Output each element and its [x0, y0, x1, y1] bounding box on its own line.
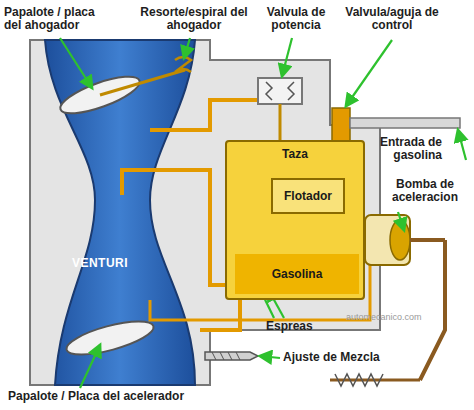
choke-shaft	[100, 70, 185, 95]
linkage-spring	[335, 374, 383, 386]
pump-diaphragm	[390, 220, 410, 260]
leader-line	[80, 345, 100, 388]
part-label: Espreas	[266, 320, 326, 333]
part-label: Valvula de potencia	[258, 6, 334, 32]
leader-line	[346, 40, 392, 106]
throttle-plate	[63, 315, 156, 361]
leader-line	[458, 130, 466, 160]
node-text: Gasolina	[272, 268, 323, 281]
fuel-level: Gasolina	[235, 254, 359, 294]
watermark: automecanico.com	[346, 311, 446, 324]
carburetor-body	[30, 40, 380, 385]
venturi-label-area: VENTURI	[50, 250, 150, 276]
node-text: Flotador	[284, 190, 332, 203]
part-label: Papalote / placa del ahogador	[4, 6, 104, 32]
float-box: Flotador	[271, 178, 345, 214]
mixture-screw	[205, 352, 258, 360]
venturi-throat	[45, 40, 195, 385]
node-text: VENTURI	[72, 257, 128, 270]
leader-line	[184, 38, 190, 58]
leader-lines	[60, 38, 466, 388]
air-bleed-passage	[150, 100, 260, 130]
idle-passage	[200, 295, 240, 330]
power-valve-spring	[266, 82, 294, 100]
leader-line	[282, 38, 292, 76]
leader-line	[260, 356, 280, 358]
accelerator-pump	[365, 215, 410, 265]
leader-line	[60, 38, 92, 88]
node-text: Taza	[282, 148, 308, 161]
needle-valve	[332, 108, 350, 142]
part-label: Ajuste de Mezcla	[283, 351, 393, 364]
part-label: Bomba de aceleracion	[380, 178, 470, 204]
fuel-passage	[122, 170, 240, 285]
float-bowl: TazaFlotadorGasolina	[225, 140, 365, 300]
part-label: Resorte/espiral del ahogador	[138, 6, 250, 32]
part-label: Papalote / Placa del acelerador	[8, 390, 258, 403]
pump-passage	[150, 250, 370, 320]
fuel-inlet-pipe	[350, 118, 460, 128]
pump-linkage	[420, 240, 445, 380]
choke-spring	[175, 57, 191, 72]
pump-rod	[410, 238, 445, 242]
part-label: Entrada de gasolina	[366, 136, 442, 162]
power-valve-housing	[258, 78, 302, 104]
power-valve-stem	[279, 104, 282, 140]
part-label: Valvula/aguja de control	[342, 6, 442, 32]
leader-line	[398, 212, 404, 230]
screw-thread	[212, 352, 240, 360]
